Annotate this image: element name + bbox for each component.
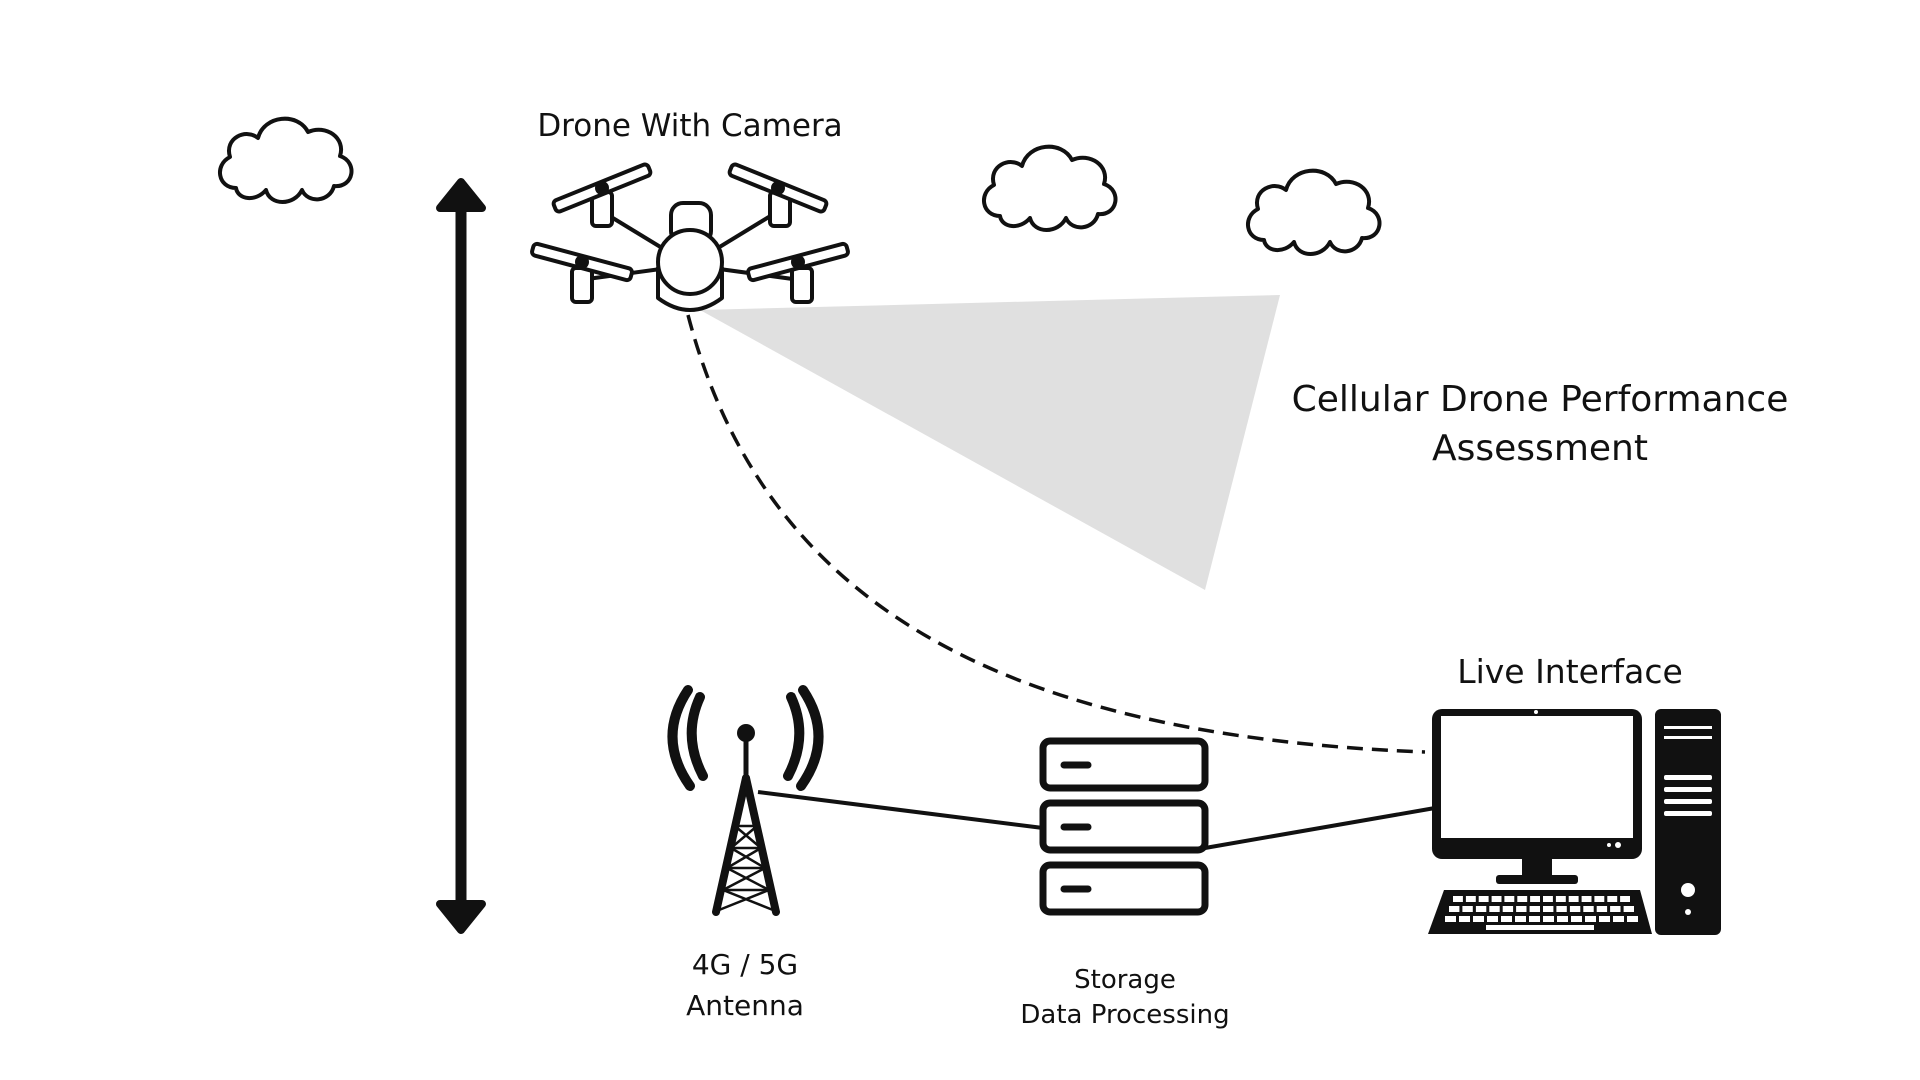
keyboard-key (1516, 906, 1527, 912)
keyboard-key (1502, 906, 1514, 912)
keyboard-key (1623, 906, 1634, 912)
cloud-icon (1245, 168, 1382, 256)
keyboard-key (1557, 916, 1568, 922)
antenna-label-line-2: Antenna (686, 988, 804, 1022)
keyboard-key (1543, 896, 1553, 902)
keyboard-key (1555, 896, 1566, 902)
server-stack-icon (1039, 737, 1209, 916)
keyboard-key (1473, 916, 1484, 922)
keyboard-key (1581, 896, 1592, 902)
storage-label-line-1: Storage (1074, 965, 1176, 995)
desktop-computer-icon (1428, 709, 1721, 935)
keyboard-key (1543, 906, 1554, 912)
keyboard-key (1529, 906, 1540, 912)
keyboard-key (1627, 916, 1638, 922)
keyboard-key (1596, 906, 1608, 912)
antenna-storage-link (757, 790, 1044, 830)
keyboard-key (1585, 916, 1596, 922)
keyboard-key (1556, 906, 1567, 912)
drone-label: Drone With Camera (490, 108, 890, 146)
storage-label-line-2: Data Processing (1020, 1000, 1230, 1031)
keyboard-key (1449, 906, 1460, 912)
cloud-icon (217, 116, 354, 204)
keyboard-key (1491, 896, 1502, 902)
keyboard-key (1517, 896, 1528, 902)
storage-label: Storage Data Processing (985, 963, 1265, 1033)
keyboard-key (1569, 906, 1581, 912)
keyboard-key (1610, 906, 1621, 912)
storage-computer-link (1204, 806, 1436, 850)
keyboard-key (1475, 906, 1487, 912)
antenna-label: 4G / 5G Antenna (620, 945, 870, 1026)
drone-label-text: Drone With Camera (537, 108, 843, 144)
keyboard-key (1568, 896, 1579, 902)
diagram-title-line-1: Cellular Drone Performance (1291, 379, 1789, 420)
cell-tower-antenna-icon (667, 685, 824, 916)
keyboard-key (1453, 896, 1463, 902)
keyboard-key (1515, 916, 1526, 922)
keyboard-key (1571, 916, 1582, 922)
keyboard-key (1504, 896, 1515, 902)
double-headed-arrow-icon (436, 178, 486, 934)
keyboard-key (1599, 916, 1610, 922)
keyboard-key (1459, 916, 1470, 922)
keyboard-key (1465, 896, 1476, 902)
live-interface-label-text: Live Interface (1457, 652, 1683, 691)
keyboard-spacebar (1486, 925, 1594, 930)
keyboard-key (1501, 916, 1512, 922)
quadcopter-drone-icon (530, 162, 850, 312)
keyboard-key (1478, 896, 1489, 902)
keyboard-key (1607, 896, 1618, 902)
keyboard-key (1462, 906, 1473, 912)
diagram-title-line-2: Assessment (1432, 427, 1648, 469)
keyboard-key (1583, 906, 1594, 912)
keyboard-key (1529, 916, 1540, 922)
cloud-icon (981, 144, 1118, 232)
antenna-label-line-1: 4G / 5G (691, 948, 799, 981)
live-interface-label: Live Interface (1385, 652, 1755, 692)
keyboard-key (1543, 916, 1554, 922)
camera-field-of-view (700, 295, 1280, 590)
keyboard-key (1487, 916, 1498, 922)
diagram-title: Cellular Drone Performance Assessment (1250, 376, 1830, 473)
keyboard-key (1445, 916, 1456, 922)
keyboard-key (1613, 916, 1624, 922)
keyboard-key (1530, 896, 1540, 902)
keyboard-key (1620, 896, 1630, 902)
keyboard-key (1489, 906, 1500, 912)
keyboard-key (1594, 896, 1605, 902)
